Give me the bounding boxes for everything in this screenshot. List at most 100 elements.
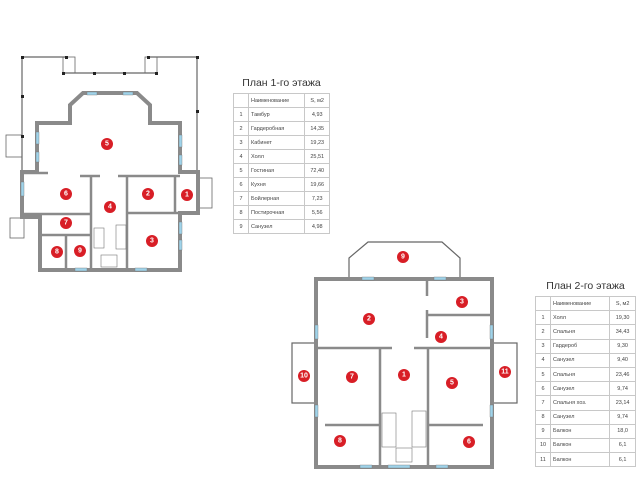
svg-text:3: 3	[150, 238, 154, 245]
room-marker-9: 9	[397, 251, 409, 263]
floor1-title: План 1-го этажа	[242, 77, 321, 89]
svg-text:9: 9	[401, 254, 405, 261]
row-area: 19,30	[609, 310, 636, 326]
stairs	[93, 224, 127, 268]
windows	[314, 276, 494, 469]
row-area: 6,1	[609, 437, 636, 454]
row-num: 4	[535, 352, 551, 368]
svg-text:6: 6	[467, 439, 471, 446]
row-area: 9,40	[609, 352, 636, 368]
row-area: 9,74	[609, 381, 636, 397]
row-name: Санузел	[549, 352, 611, 368]
room-marker-4: 4	[104, 201, 116, 213]
row-area: 6,1	[609, 452, 636, 468]
row-name: Бойлерная	[247, 191, 306, 206]
row-name: Гардеробная	[247, 121, 306, 136]
row-name: Гардероб	[549, 338, 611, 354]
svg-text:4: 4	[108, 204, 112, 211]
row-area: 19,23	[304, 135, 330, 150]
row-name: Балкон	[549, 437, 611, 454]
room-marker-6: 6	[60, 188, 72, 200]
row-name: Холл	[549, 310, 611, 326]
row-num: 11	[535, 452, 551, 468]
row-area: 9,74	[609, 409, 636, 425]
table-header: Наименование S, м2	[233, 93, 330, 108]
room-marker-7: 7	[346, 371, 358, 383]
svg-text:8: 8	[338, 438, 342, 445]
room-marker-2: 2	[142, 188, 154, 200]
header-name: Наименование	[549, 295, 611, 312]
row-num: 3	[233, 135, 249, 150]
row-name: Спальня	[549, 324, 611, 340]
svg-text:1: 1	[402, 372, 406, 379]
room-marker-5: 5	[446, 377, 458, 389]
svg-text:11: 11	[501, 369, 509, 376]
row-area: 19,66	[304, 177, 330, 192]
row-area: 23,14	[609, 395, 636, 411]
svg-text:7: 7	[64, 220, 68, 227]
room-marker-3: 3	[146, 235, 158, 247]
room-marker-6: 6	[463, 436, 475, 448]
row-area: 14,35	[304, 121, 330, 136]
row-num: 9	[535, 423, 551, 439]
row-name: Санузел	[549, 409, 611, 425]
row-name: Балкон	[549, 423, 611, 439]
room-marker-9: 9	[74, 245, 86, 257]
floor1-exterior-walls	[20, 91, 200, 272]
row-num: 6	[233, 177, 249, 192]
table-header: Наименование S, м2	[535, 295, 636, 312]
row-num: 1	[233, 107, 249, 122]
row-area: 4,98	[304, 219, 330, 234]
room-marker-2: 2	[363, 313, 375, 325]
row-num: 10	[535, 437, 551, 454]
svg-text:5: 5	[450, 380, 454, 387]
floor2-title: План 2-го этажа	[546, 280, 625, 292]
row-name: Гостиная	[247, 163, 306, 178]
row-num: 8	[233, 205, 249, 220]
row-name: Балкон	[549, 452, 611, 468]
floor1-plan	[5, 56, 213, 272]
row-area: 7,23	[304, 191, 330, 206]
row-name: Постирочная	[247, 205, 306, 220]
row-area: 5,56	[304, 205, 330, 220]
row-name: Холл	[247, 149, 306, 164]
row-area: 25,51	[304, 149, 330, 164]
row-name: Санузел	[549, 381, 611, 397]
row-area: 4,93	[304, 107, 330, 122]
svg-text:9: 9	[78, 248, 82, 255]
row-num: 8	[535, 409, 551, 425]
floor1-interior-walls	[22, 171, 180, 270]
row-name: Кухня	[247, 177, 306, 192]
room-marker-1: 1	[398, 369, 410, 381]
svg-text:6: 6	[64, 191, 68, 198]
header-area: S, м2	[609, 295, 636, 312]
svg-text:5: 5	[105, 141, 109, 148]
row-name: Спальня	[549, 366, 611, 383]
room-marker-7: 7	[60, 217, 72, 229]
row-num: 5	[233, 163, 249, 178]
svg-text:4: 4	[439, 334, 443, 341]
header-num	[535, 295, 551, 312]
row-area: 9,30	[609, 338, 636, 354]
svg-text:7: 7	[350, 374, 354, 381]
row-name: Кабинет	[247, 135, 306, 150]
row-area: 18,0	[609, 423, 636, 439]
room-marker-1: 1	[181, 189, 193, 201]
room-marker-11: 11	[499, 366, 511, 378]
